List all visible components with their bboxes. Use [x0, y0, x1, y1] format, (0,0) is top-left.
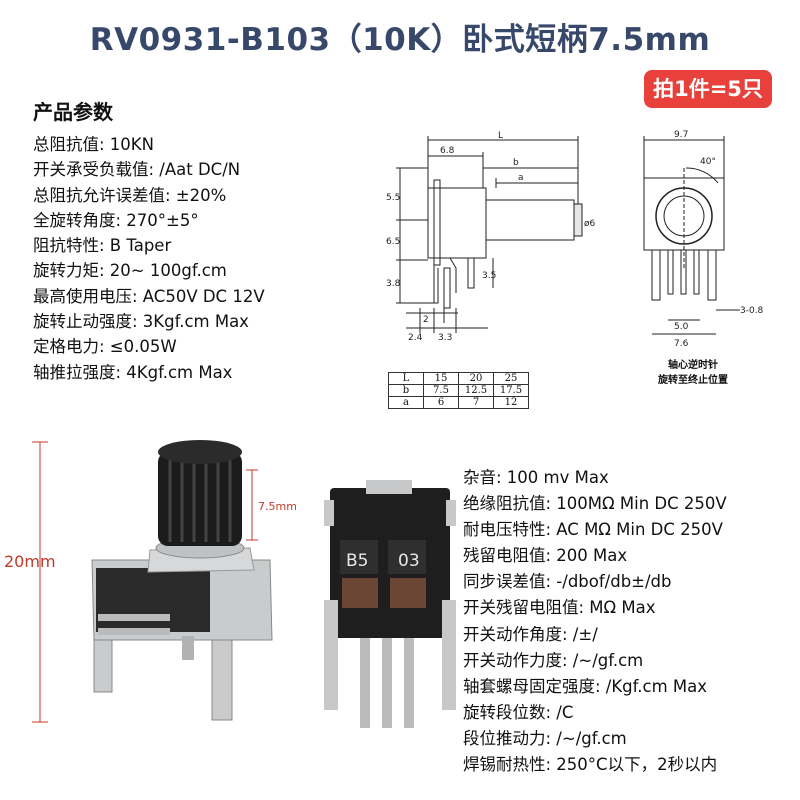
- spec-item: 定格电力: ≤0.05W: [33, 337, 177, 357]
- dim-7-6: 7.6: [674, 339, 689, 349]
- spec-list-right: 杂音: 100 mv Max 绝缘阻抗值: 100MΩ Min DC 250V …: [463, 465, 727, 778]
- table-cell: L: [388, 372, 424, 385]
- dim-6-5: 6.5: [386, 237, 400, 247]
- dimension-table: L 15 20 25 b 7.5 12.5 17.5 a 6 7 12: [388, 372, 529, 409]
- shaft-length-label: 7.5mm: [258, 500, 297, 513]
- spec-item: 开关承受负载值: /Aat DC/N: [33, 160, 241, 180]
- potentiometer-side: [91, 440, 273, 721]
- spec-item: 总阻抗值: 10KN: [33, 135, 154, 154]
- quantity-badge: 拍1件=5只: [644, 70, 772, 108]
- dim-dia-6: ø6: [584, 219, 596, 229]
- dim-L: L: [498, 131, 503, 141]
- spec-list-left: 总阻抗值: 10KN 开关承受负载值: /Aat DC/N 总阻抗允许误差值: …: [33, 132, 265, 385]
- rotation-note: 轴心逆时针 旋转至终止位置: [648, 358, 738, 388]
- table-cell: a: [388, 396, 424, 409]
- spec-item: 旋转段位数: /C: [463, 702, 574, 722]
- front-view-drawing: 9.7 40° 3-0.8 5.0 7.6: [643, 130, 764, 349]
- side-view-drawing: L 6.8 b a 5.5 6.5 3.8 3.5 2 2.4 3.3 ø6: [386, 131, 596, 343]
- spec-item: 绝缘阻抗值: 100MΩ Min DC 250V: [463, 494, 727, 514]
- spec-item: 开关动作角度: /±/: [463, 624, 598, 644]
- spec-item: 阻抗特性: B Taper: [33, 236, 172, 256]
- height-label: 20mm: [4, 552, 56, 571]
- dim-3-0-8: 3-0.8: [740, 306, 764, 316]
- spec-item: 旋转力矩: 20~ 100gf.cm: [33, 261, 227, 281]
- dim-a: a: [518, 173, 524, 183]
- spec-item: 同步误差值: -/dbof/db±/db: [463, 572, 672, 592]
- table-row: b 7.5 12.5 17.5: [388, 384, 529, 397]
- page-title: RV0931-B103（10K）卧式短柄7.5mm: [89, 22, 711, 58]
- dim-9-7: 9.7: [674, 130, 688, 140]
- spec-item: 杂音: 100 mv Max: [463, 468, 609, 487]
- spec-item: 开关动作力度: /~/gf.cm: [463, 650, 644, 670]
- table-cell: 6: [423, 396, 459, 409]
- spec-item: 轴套螺母固定强度: /Kgf.cm Max: [463, 676, 708, 696]
- table-row: a 6 7 12: [388, 396, 529, 409]
- spec-item: 开关残留电阻值: MΩ Max: [463, 598, 656, 618]
- dim-2: 2: [423, 315, 429, 325]
- spec-item: 全旋转角度: 270°±5°: [33, 210, 199, 230]
- table-cell: 15: [423, 372, 459, 385]
- dim-6-8: 6.8: [440, 146, 455, 156]
- params-heading: 产品参数: [33, 100, 113, 124]
- chip-marking-1: B5: [346, 551, 368, 571]
- spec-item: 耐电压特性: AC MΩ Min DC 250V: [463, 520, 723, 540]
- rotation-note-line-1: 轴心逆时针: [668, 360, 718, 371]
- table-cell: 12.5: [458, 384, 494, 397]
- dim-3-3: 3.3: [438, 333, 452, 343]
- dim-3-5: 3.5: [482, 271, 496, 281]
- spec-item: 段位推动力: /~/gf.cm: [463, 728, 627, 748]
- dim-5-0: 5.0: [674, 322, 689, 332]
- dim-5-5: 5.5: [386, 193, 400, 203]
- spec-item: 轴推拉强度: 4Kgf.cm Max: [33, 362, 233, 382]
- spec-item: 旋转止动强度: 3Kgf.cm Max: [33, 312, 249, 332]
- table-cell: b: [388, 384, 424, 397]
- spec-item: 最高使用电压: AC50V DC 12V: [33, 286, 265, 306]
- chip-marking-2: 03: [398, 551, 420, 571]
- table-cell: 20: [458, 372, 494, 385]
- table-cell: 7: [458, 396, 494, 409]
- table-cell: 25: [493, 372, 529, 385]
- table-row: L 15 20 25: [388, 372, 529, 385]
- spec-item: 残留电阻值: 200 Max: [463, 546, 628, 566]
- product-photo: 20mm 7.5mm B5 03: [4, 440, 456, 728]
- spec-item: 焊锡耐热性: 250°C以下，2秒以内: [463, 755, 718, 775]
- dim-3-8: 3.8: [386, 279, 401, 289]
- rotation-note-line-2: 旋转至终止位置: [658, 375, 728, 386]
- dim-angle-40: 40°: [700, 157, 716, 167]
- dim-2-4: 2.4: [408, 333, 423, 343]
- table-cell: 7.5: [423, 384, 459, 397]
- potentiometer-back: [324, 480, 456, 728]
- table-cell: 12: [493, 396, 529, 409]
- spec-item: 总阻抗允许误差值: ±20%: [33, 185, 227, 205]
- dim-b: b: [513, 158, 519, 168]
- table-cell: 17.5: [493, 384, 529, 397]
